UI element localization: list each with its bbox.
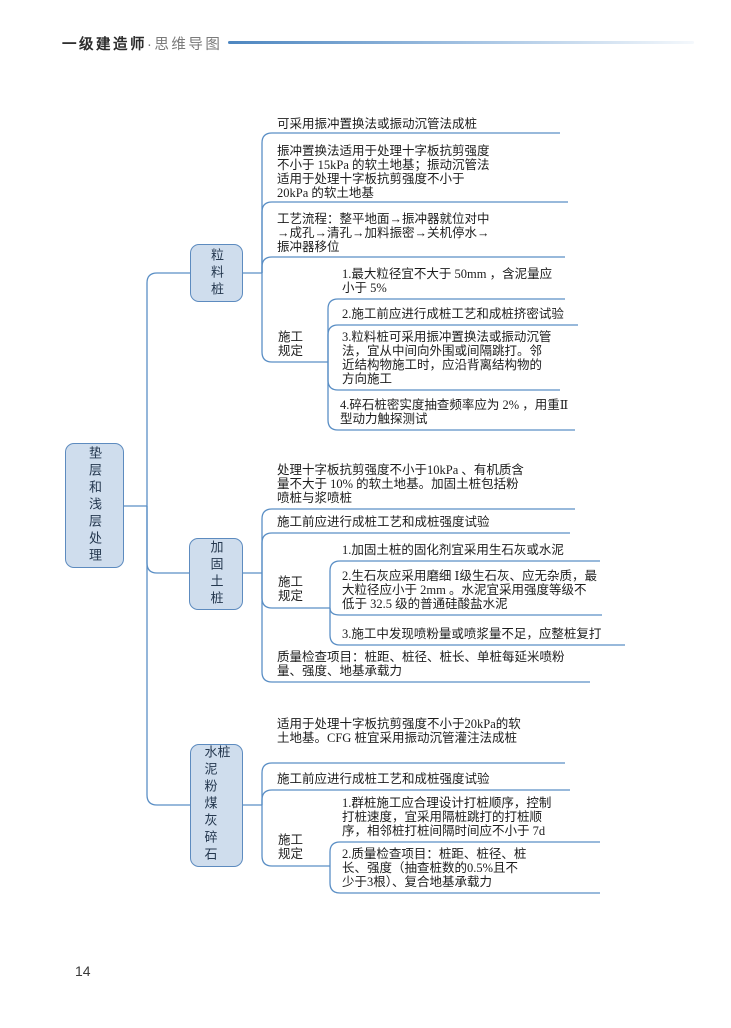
page-number: 14 xyxy=(75,963,91,979)
rule-text: 2.质量检查项目：桩距、桩径、桩长、强度（抽查桩数的0.5%且不少于3根）、复合… xyxy=(342,847,527,889)
note-text: 施工前应进行成桩工艺和成桩强度试验 xyxy=(277,515,490,529)
branch-node-cfg-pile: 水泥粉煤灰碎石桩 xyxy=(190,744,243,867)
note-text: 工艺流程：整平地面→振冲器就位对中→成孔→清孔→加料振密→关机停水→振冲器移位 xyxy=(277,212,490,254)
branch3-lines xyxy=(243,762,600,894)
branch2-lines xyxy=(243,508,625,683)
rules-group-label: 施工规定 xyxy=(278,833,304,861)
rule-text: 2.生石灰应采用磨细 Ⅰ级生石灰、应无杂质，最大粒径应小于 2mm 。水泥宜采用… xyxy=(342,569,597,611)
root-node-label: 垫层和浅层处理 xyxy=(87,446,102,565)
branch1-lines xyxy=(243,132,578,431)
rule-text: 4.碎石桩密实度抽查频率应为 2% ，用重Ⅱ型动力触探测试 xyxy=(340,398,569,426)
rule-text: 1.群桩施工应合理设计打桩顺序，控制打桩速度，宜采用隔桩跳打的打桩顺序，相邻桩打… xyxy=(342,796,552,838)
rule-text: 1.最大粒径宜不大于 50mm ，含泥量应小于 5% xyxy=(342,267,553,295)
header-divider-rule xyxy=(228,41,694,44)
note-text: 振冲置换法适用于处理十字板抗剪强度不小于 15kPa 的软土地基；振动沉管法适用… xyxy=(277,144,490,200)
rule-text: 1.加固土桩的固化剂宜采用生石灰或水泥 xyxy=(342,543,564,557)
header-title-main: 一级建造师 xyxy=(62,37,147,53)
rules-group-label: 施工规定 xyxy=(278,330,304,358)
header-title-sub: ·思维导图 xyxy=(147,37,223,53)
root-node: 垫层和浅层处理 xyxy=(65,443,124,568)
note-text: 处理十字板抗剪强度不小于10kPa 、有机质含量不大于 10% 的软土地基。加固… xyxy=(277,463,524,505)
branch-node-label: 粒料桩 xyxy=(209,247,224,299)
branch-node-label: 水泥粉煤灰碎石桩 xyxy=(202,745,231,864)
note-text: 可采用振冲置换法或振动沉管法成桩 xyxy=(277,117,478,131)
branch-node-jiagu-soil-pile: 加固土桩 xyxy=(189,538,243,610)
rule-text: 3.施工中发现喷粉量或喷浆量不足，应整桩复打 xyxy=(342,627,602,641)
rule-text: 2.施工前应进行成桩工艺和成桩挤密试验 xyxy=(342,307,564,321)
page-header: 一级建造师·思维导图 xyxy=(62,33,222,54)
note-text: 施工前应进行成桩工艺和成桩强度试验 xyxy=(277,772,490,786)
trunk-lines xyxy=(124,272,190,806)
rule-text: 3.粒料桩可采用振冲置换法或振动沉管法，宜从中间向外围或间隔跳打。邻近结构物施工… xyxy=(342,330,552,386)
note-text: 适用于处理十字板抗剪强度不小于20kPa的软土地基。CFG 桩宜采用振动沉管灌注… xyxy=(277,717,521,745)
quality-check-text: 质量检查项目：桩距、桩径、桩长、单桩每延米喷粉量、强度、地基承载力 xyxy=(277,650,565,678)
branch-node-label: 加固土桩 xyxy=(208,540,224,608)
branch-node-liliao-pile: 粒料桩 xyxy=(190,244,243,302)
rules-group-label: 施工规定 xyxy=(278,575,304,603)
